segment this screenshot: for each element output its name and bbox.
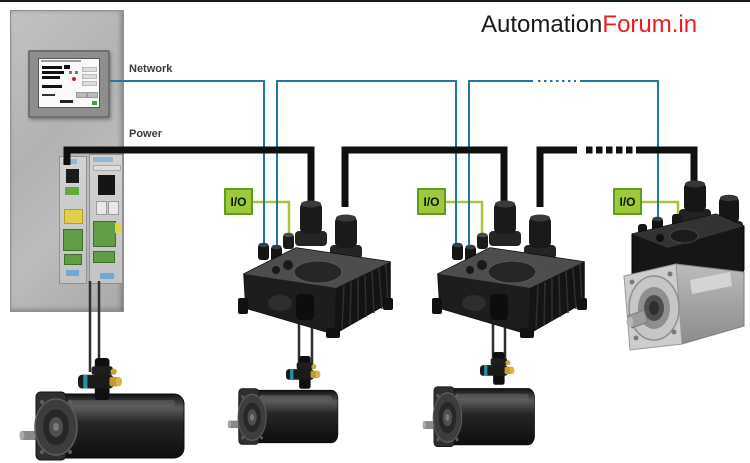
- power-lines: [63, 146, 698, 207]
- distributed-drive-1: [237, 199, 394, 339]
- hmi-field: [82, 67, 97, 72]
- power-segment-2: [341, 146, 508, 207]
- hmi-toolbar: [41, 60, 81, 62]
- hmi-bar: [42, 76, 60, 79]
- network-segment-3: [468, 80, 533, 253]
- hmi-screen: [38, 58, 100, 108]
- hmi-bar: [42, 66, 62, 69]
- hmi-status-dot: [72, 77, 76, 81]
- hmi-bar: [42, 85, 62, 88]
- module-terminal: [93, 251, 115, 263]
- hmi-field: [82, 81, 97, 86]
- logo-text-red: Forum.in: [602, 11, 698, 38]
- network-label: Network: [129, 63, 173, 75]
- module-terminal: [63, 229, 83, 251]
- module-chip: [115, 223, 121, 233]
- io-link-line-1: [253, 200, 291, 236]
- module-terminal: [93, 221, 116, 247]
- module-terminal: [65, 187, 79, 195]
- power-label: Power: [129, 128, 163, 140]
- image-top-border: [0, 0, 750, 2]
- power-segment-3: [536, 146, 577, 207]
- hmi-widget: [75, 71, 78, 74]
- logo-text-black: Automation: [481, 11, 603, 38]
- motor-connector-2: [286, 356, 321, 389]
- module-connector: [66, 169, 79, 183]
- hmi-widget: [69, 71, 72, 74]
- module-warning-label: [64, 209, 83, 224]
- module-connector: [98, 175, 115, 195]
- module-label: [66, 270, 79, 276]
- io-module-1: I/O: [224, 188, 253, 215]
- hmi-widget: [64, 65, 70, 69]
- module-vent: [93, 165, 121, 171]
- hmi-button: [76, 92, 87, 98]
- network-segment-1: [110, 80, 265, 253]
- integrated-servo-motor: [623, 179, 745, 351]
- power-segment-1: [63, 146, 315, 207]
- servo-motor-3: [422, 386, 536, 448]
- module-connector: [108, 201, 119, 215]
- hmi-field: [82, 74, 97, 79]
- network-segment-2: [276, 80, 457, 253]
- module-label: [93, 157, 113, 162]
- control-cabinet: [10, 10, 124, 312]
- module-label: [100, 273, 114, 279]
- power-continuation-dots: [586, 146, 633, 154]
- hmi-green-indicator: [92, 101, 97, 105]
- hmi-panel: [28, 50, 110, 118]
- servo-motor-2: [227, 388, 339, 446]
- module-connector: [96, 201, 107, 215]
- network-lines: [110, 80, 659, 253]
- hmi-button: [87, 92, 98, 98]
- module-terminal: [64, 254, 82, 265]
- io-link-line-2: [446, 200, 484, 236]
- network-segment-4: [580, 80, 659, 228]
- hmi-bar: [42, 71, 64, 74]
- io-module-3: I/O: [613, 188, 642, 215]
- motor-connector-3: [480, 352, 515, 385]
- servo-motor-1: [18, 391, 185, 461]
- hmi-bar: [60, 100, 73, 103]
- hmi-bar: [42, 94, 55, 96]
- servo-drive-module-1: [59, 156, 87, 284]
- io-module-2: I/O: [417, 188, 446, 215]
- servo-drive-module-2: [89, 154, 123, 284]
- logo: AutomationForum.in: [481, 11, 697, 39]
